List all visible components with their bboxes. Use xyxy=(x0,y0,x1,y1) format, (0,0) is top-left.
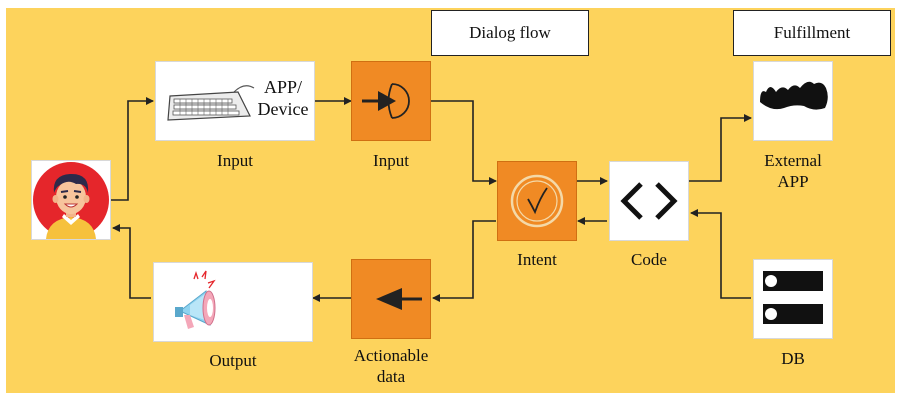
dialog-input-node xyxy=(351,61,431,141)
db-node xyxy=(753,259,833,339)
app-device-node: APP/ Device xyxy=(155,61,315,141)
external-app-label: External APP xyxy=(764,151,822,191)
user-node xyxy=(31,160,111,240)
output-label: Output xyxy=(209,351,257,370)
checkmark-circle-icon xyxy=(510,174,564,228)
connector-db-to-code xyxy=(690,209,751,299)
left-arrow-icon xyxy=(376,288,422,310)
app-device-label: Input xyxy=(217,151,253,170)
dialog-flow-header-text: Dialog flow xyxy=(469,23,551,42)
fulfillment-header: Fulfillment xyxy=(733,10,891,56)
app-device-text: APP/ Device xyxy=(257,77,309,119)
code-brackets-icon xyxy=(620,182,678,220)
cloud-icon xyxy=(760,81,828,110)
user-avatar-icon xyxy=(33,162,109,239)
db-label: DB xyxy=(781,349,805,368)
megaphone-icon xyxy=(175,270,216,329)
connector-code-to-external xyxy=(689,114,752,182)
code-node xyxy=(609,161,689,241)
connector-intent-to-actionable xyxy=(432,220,496,302)
dialog-flow-header: Dialog flow xyxy=(431,10,589,56)
actionable-data-label: Actionable data xyxy=(353,346,429,386)
output-node xyxy=(153,262,313,342)
connector-output-to-user xyxy=(112,224,151,299)
keyboard-icon xyxy=(167,85,255,121)
fulfillment-header-text: Fulfillment xyxy=(773,23,851,42)
code-label: Code xyxy=(631,250,667,269)
intent-label: Intent xyxy=(517,250,557,269)
dialog-input-label: Input xyxy=(373,151,409,170)
database-icon xyxy=(763,271,823,324)
external-app-node xyxy=(753,61,833,141)
actionable-data-node xyxy=(351,259,431,339)
input-arrow-icon xyxy=(362,83,410,119)
connector-user-to-input xyxy=(111,97,154,201)
intent-node xyxy=(497,161,577,241)
connector-dialog-to-intent xyxy=(431,100,497,185)
